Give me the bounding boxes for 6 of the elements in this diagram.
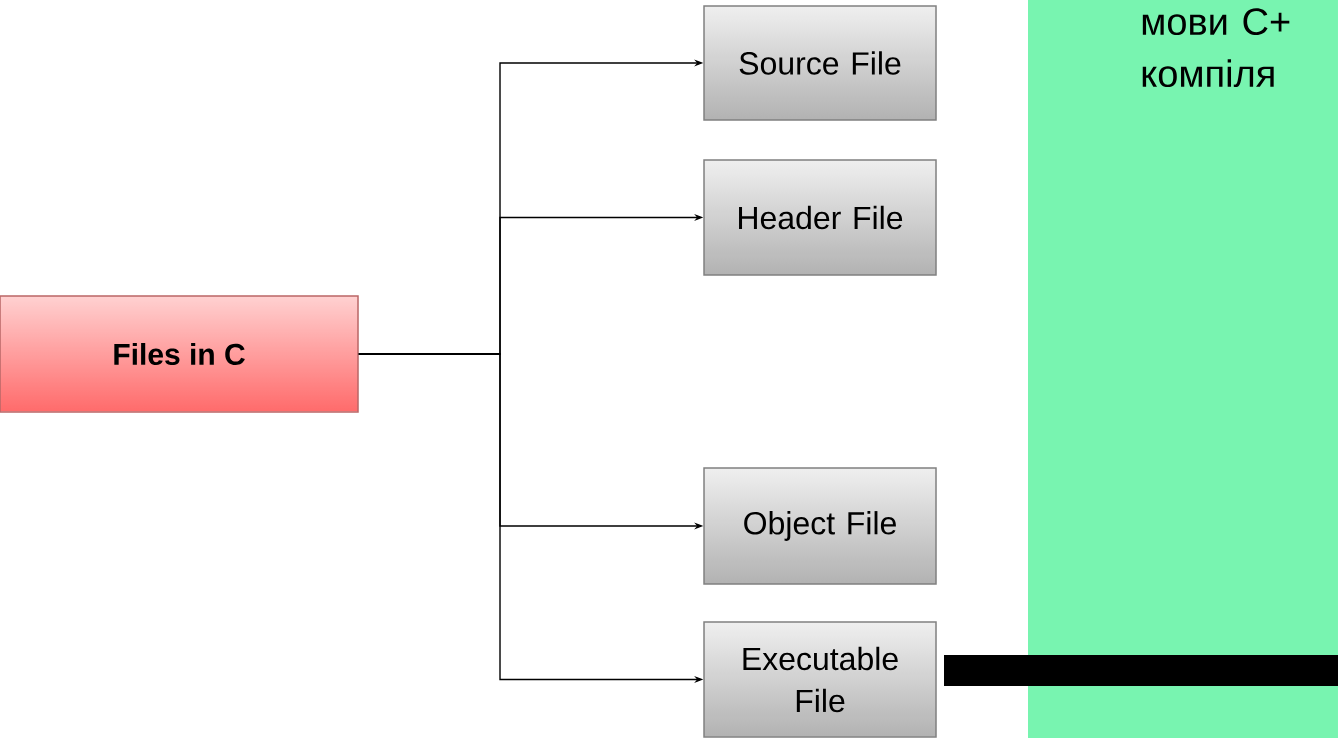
file-box: Source File: [703, 5, 937, 121]
file-box: Executable File: [703, 621, 937, 738]
root-box: Files in C: [0, 295, 359, 413]
file-box: Object File: [703, 467, 937, 585]
text-panel: мови C+ компіля: [1028, 0, 1338, 738]
file-box: Header File: [703, 159, 937, 276]
